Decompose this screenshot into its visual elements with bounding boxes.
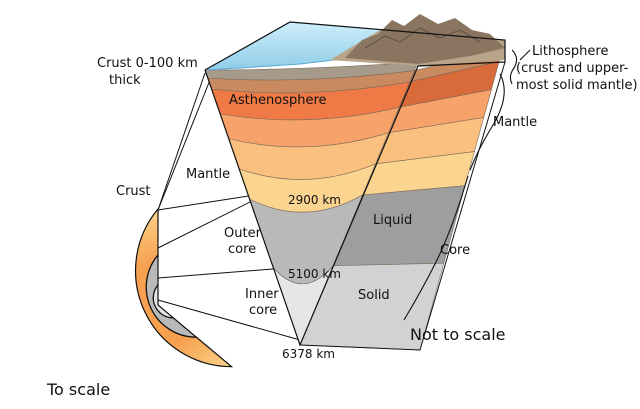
label-not-to-scale: Not to scale [410,325,506,344]
lithosphere-leader [519,49,531,61]
label-crust-thickness: Crust 0-100 km [97,56,198,71]
connector-outer-core-low [157,267,286,279]
label-outer-core-2: core [228,242,256,257]
label-lithosphere-3: most solid mantle) [516,78,638,93]
label-outer-core-1: Outer [224,226,262,241]
to-scale-cutaway [134,207,234,368]
label-to-scale: To scale [46,380,110,399]
label-lithosphere-2: (crust and upper- [516,61,629,76]
connector-outer-core [157,196,261,249]
connector-crust [157,79,211,211]
mountain-ridges [364,27,481,49]
label-solid: Solid [358,288,390,303]
label-core-right: Core [440,243,470,258]
scale-inner-core [152,283,175,319]
connector-mantle [157,194,256,211]
labels: Crust 0-100 km thick Asthenosphere Mantl… [46,44,638,399]
label-inner-core-2: core [249,303,277,318]
right-brackets [403,49,531,321]
mountain-range [345,14,505,64]
mantle-bracket [469,73,505,171]
label-mantle-right: Mantle [493,115,537,130]
core-bracket [403,175,469,321]
label-liquid: Liquid [373,213,412,228]
label-depth-5100: 5100 km [288,267,341,281]
crust-leader [157,72,206,211]
connector-inner-core [157,299,301,341]
label-mantle-inner: Mantle [186,167,230,182]
label-crust-thickness-2: thick [109,73,141,88]
cutaway-wedge [204,14,506,351]
label-depth-6378: 6378 km [282,347,335,361]
lithosphere-bracket [509,49,518,85]
connector-lines [157,72,301,341]
label-crust-side: Crust [116,184,151,199]
label-depth-2900: 2900 km [288,193,341,207]
wedge-right-edge [299,61,506,351]
label-lithosphere: Lithosphere [532,44,608,59]
label-inner-core-1: Inner [245,287,279,302]
label-asthenosphere: Asthenosphere [229,93,327,108]
